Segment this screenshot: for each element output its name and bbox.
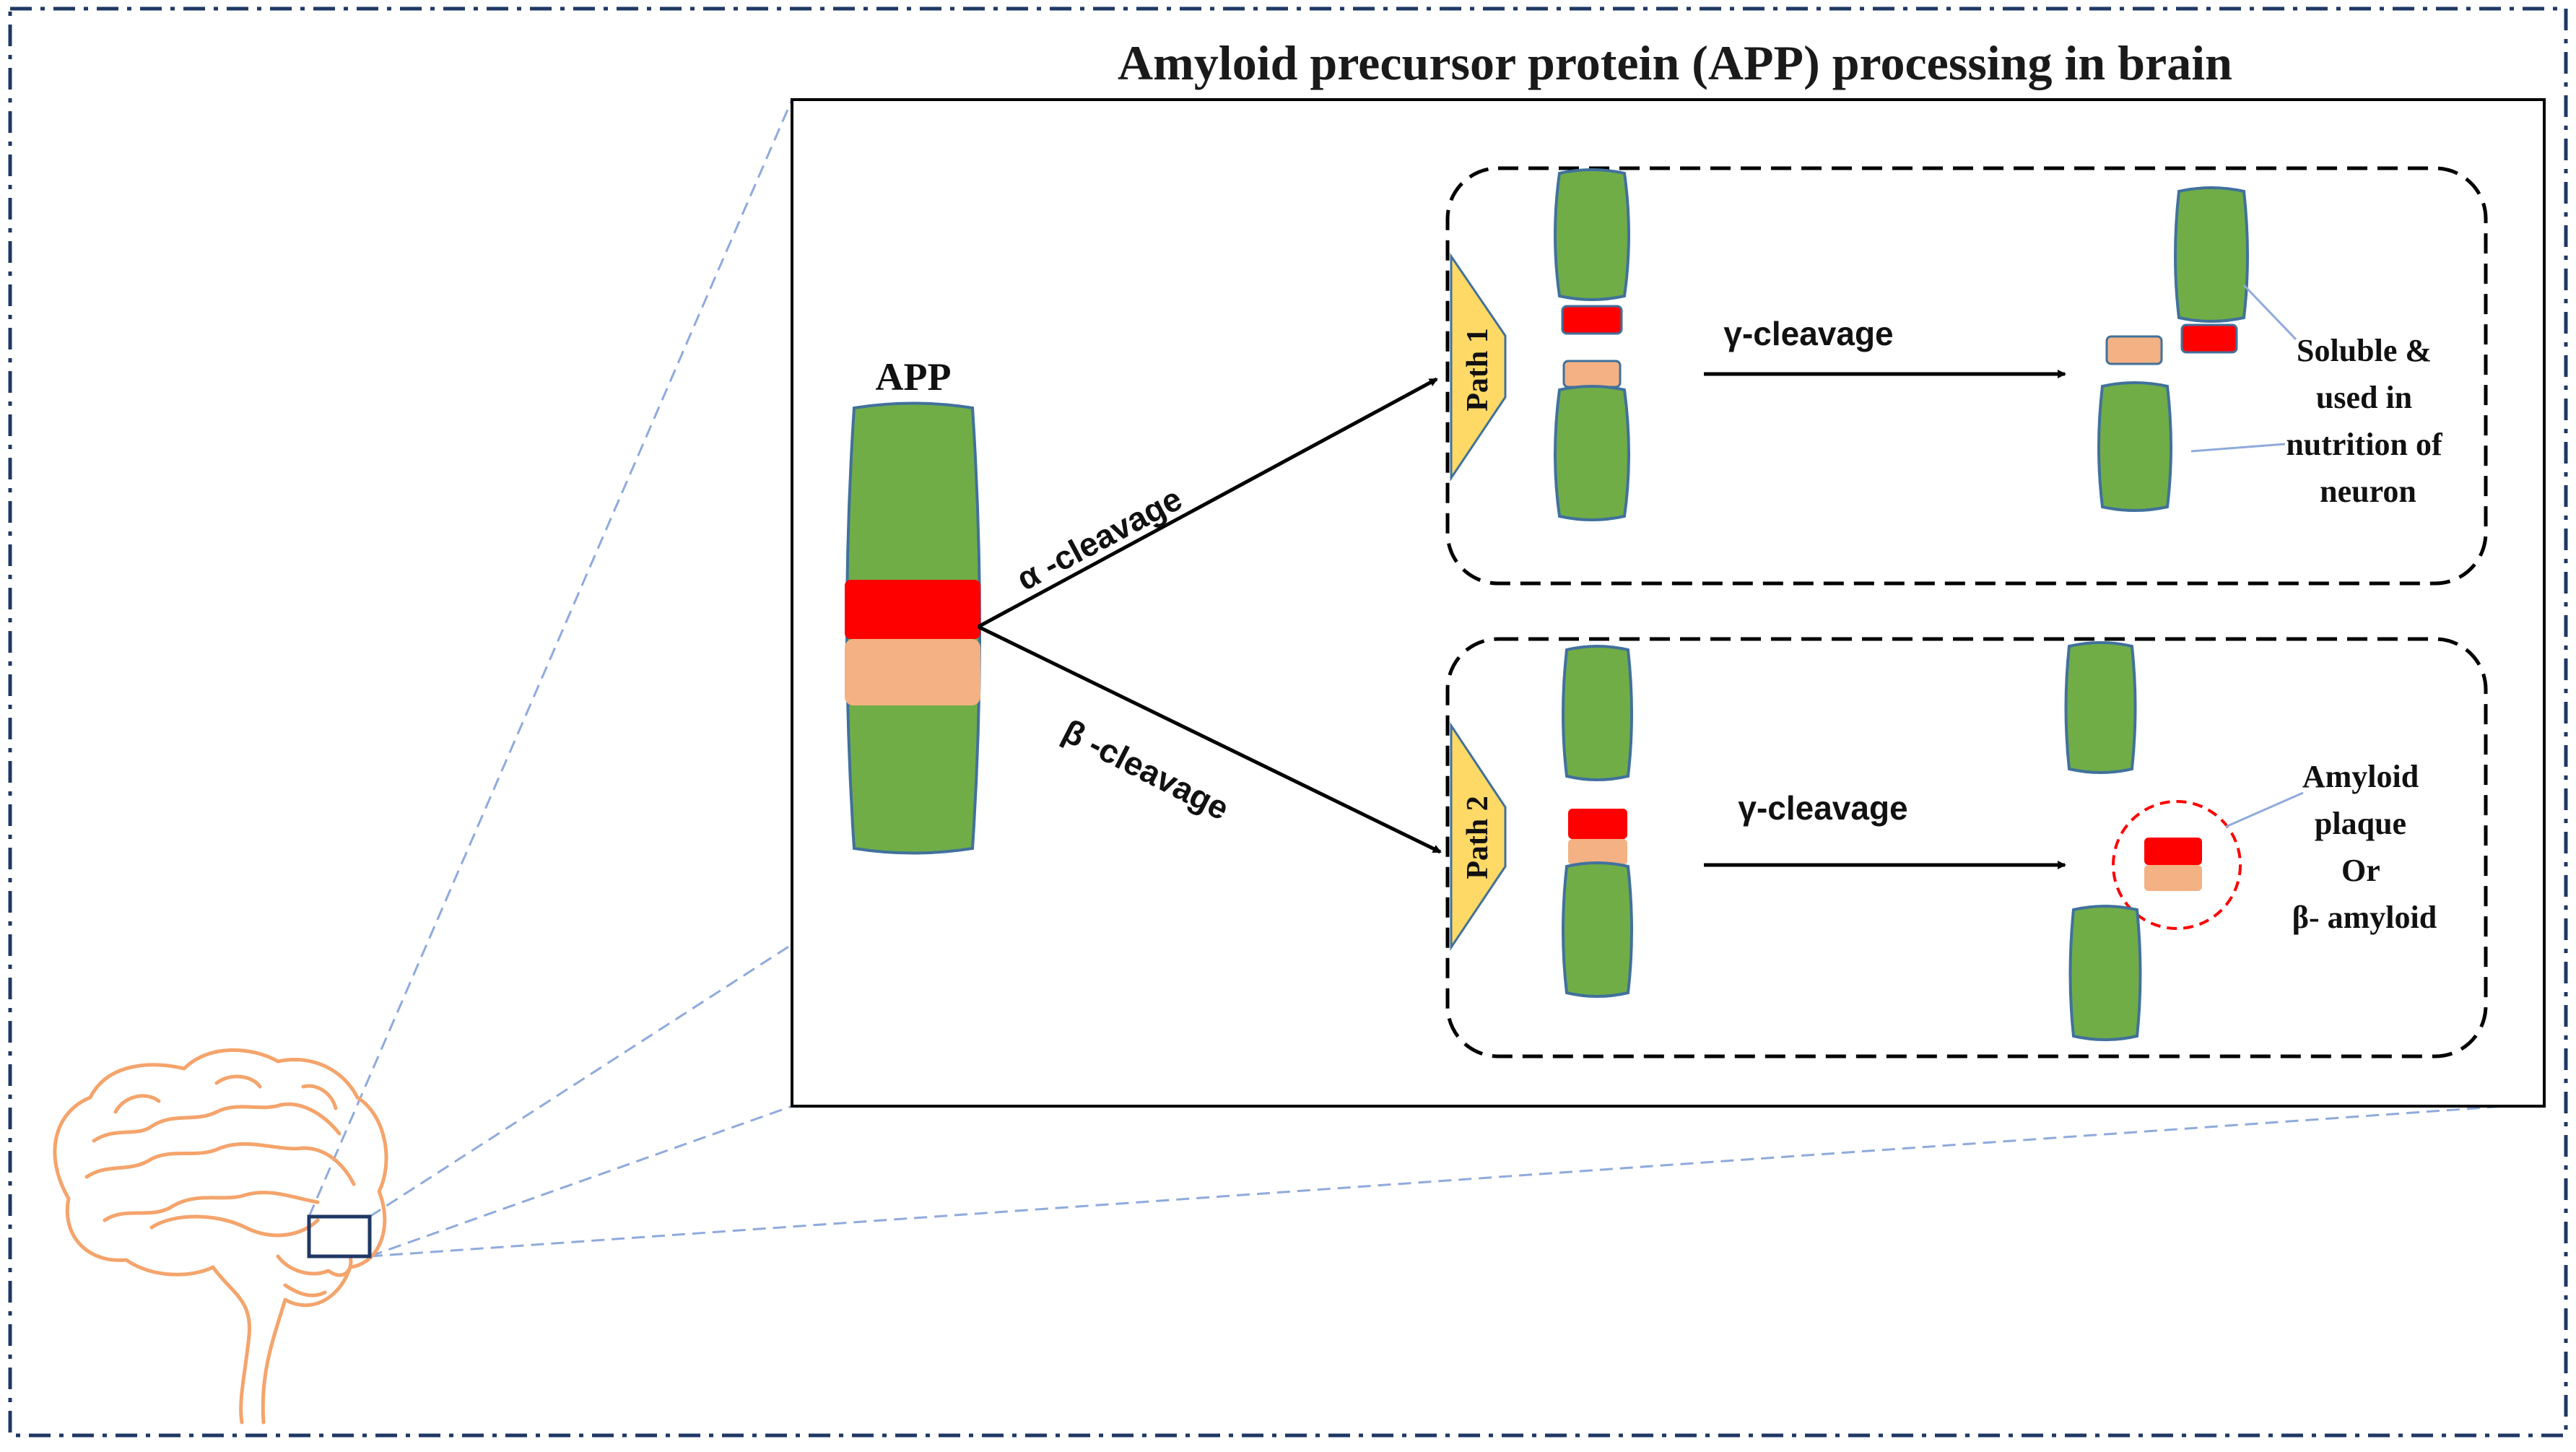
- path2-note-line: Amyloid: [2302, 759, 2419, 794]
- path2-callout-line: [2225, 791, 2304, 828]
- path2-label: Path 2: [1461, 796, 1494, 879]
- path2-fragment-red: [1568, 809, 1627, 839]
- app-label: APP: [876, 355, 952, 399]
- zoom-lines: [308, 99, 2506, 1258]
- outer-frame: [8, 6, 2568, 1438]
- beta-arrow: [977, 625, 1442, 854]
- path2-product-red: [2144, 838, 2202, 865]
- path1-callout-line-2: [2190, 443, 2286, 453]
- path1-fragment-peach: [1562, 360, 1622, 388]
- main-panel: [791, 98, 2546, 1108]
- app-segment-red: [845, 580, 980, 639]
- app-protein: [845, 401, 981, 855]
- path1-product-top: [2174, 186, 2249, 323]
- amyloid-plaque-circle: [2112, 800, 2242, 930]
- app-segment-peach: [845, 639, 980, 705]
- path2-fragment-top: [1562, 645, 1633, 781]
- alpha-arrow: [977, 377, 1438, 629]
- path2-note-line: Or: [2341, 853, 2380, 888]
- path2-box: Path 2 γ-cleavage Amyloid plaque Or β- a…: [1445, 637, 2488, 1058]
- path1-label: Path 1: [1461, 328, 1494, 412]
- brain-region-box: [307, 1214, 372, 1258]
- path2-note: Amyloid plaque Or β- amyloid: [2292, 759, 2437, 935]
- path2-tab: [1450, 722, 1507, 951]
- path1-product-peach: [2105, 335, 2163, 365]
- path2-gamma-label: γ-cleavage: [1738, 789, 1907, 827]
- path2-product-bottom: [2068, 905, 2142, 1041]
- path1-product-red: [2180, 323, 2238, 354]
- path1-note-line: used in: [2316, 380, 2412, 415]
- path1-box: Path 1 γ-cleavage Soluble & used in nutr…: [1445, 166, 2488, 586]
- path1-fragment-red: [1561, 305, 1623, 335]
- path1-tab: [1450, 253, 1507, 482]
- path1-fragment-bottom: [1554, 385, 1630, 521]
- path2-note-line: plaque: [2315, 806, 2406, 841]
- path1-callout-line: [2242, 284, 2297, 341]
- figure-title: Amyloid precursor protein (APP) processi…: [1118, 35, 2232, 90]
- path1-note-line: Soluble &: [2297, 333, 2432, 368]
- path2-fragment-peach: [1568, 839, 1627, 865]
- brain-outline-icon: [53, 1048, 388, 1425]
- path2-product-top: [2064, 641, 2137, 774]
- path1-fragment-top: [1554, 168, 1630, 301]
- path2-note-line: β- amyloid: [2292, 900, 2437, 935]
- path2-product-peach: [2144, 865, 2202, 891]
- path1-note: Soluble & used in nutrition of neuron: [2286, 333, 2450, 509]
- path2-fragment-bottom: [1562, 861, 1633, 998]
- path1-note-line: neuron: [2320, 474, 2416, 509]
- path1-gamma-label: γ-cleavage: [1723, 315, 1893, 352]
- path1-note-line: nutrition of: [2286, 427, 2443, 462]
- path1-product-bottom: [2097, 381, 2172, 512]
